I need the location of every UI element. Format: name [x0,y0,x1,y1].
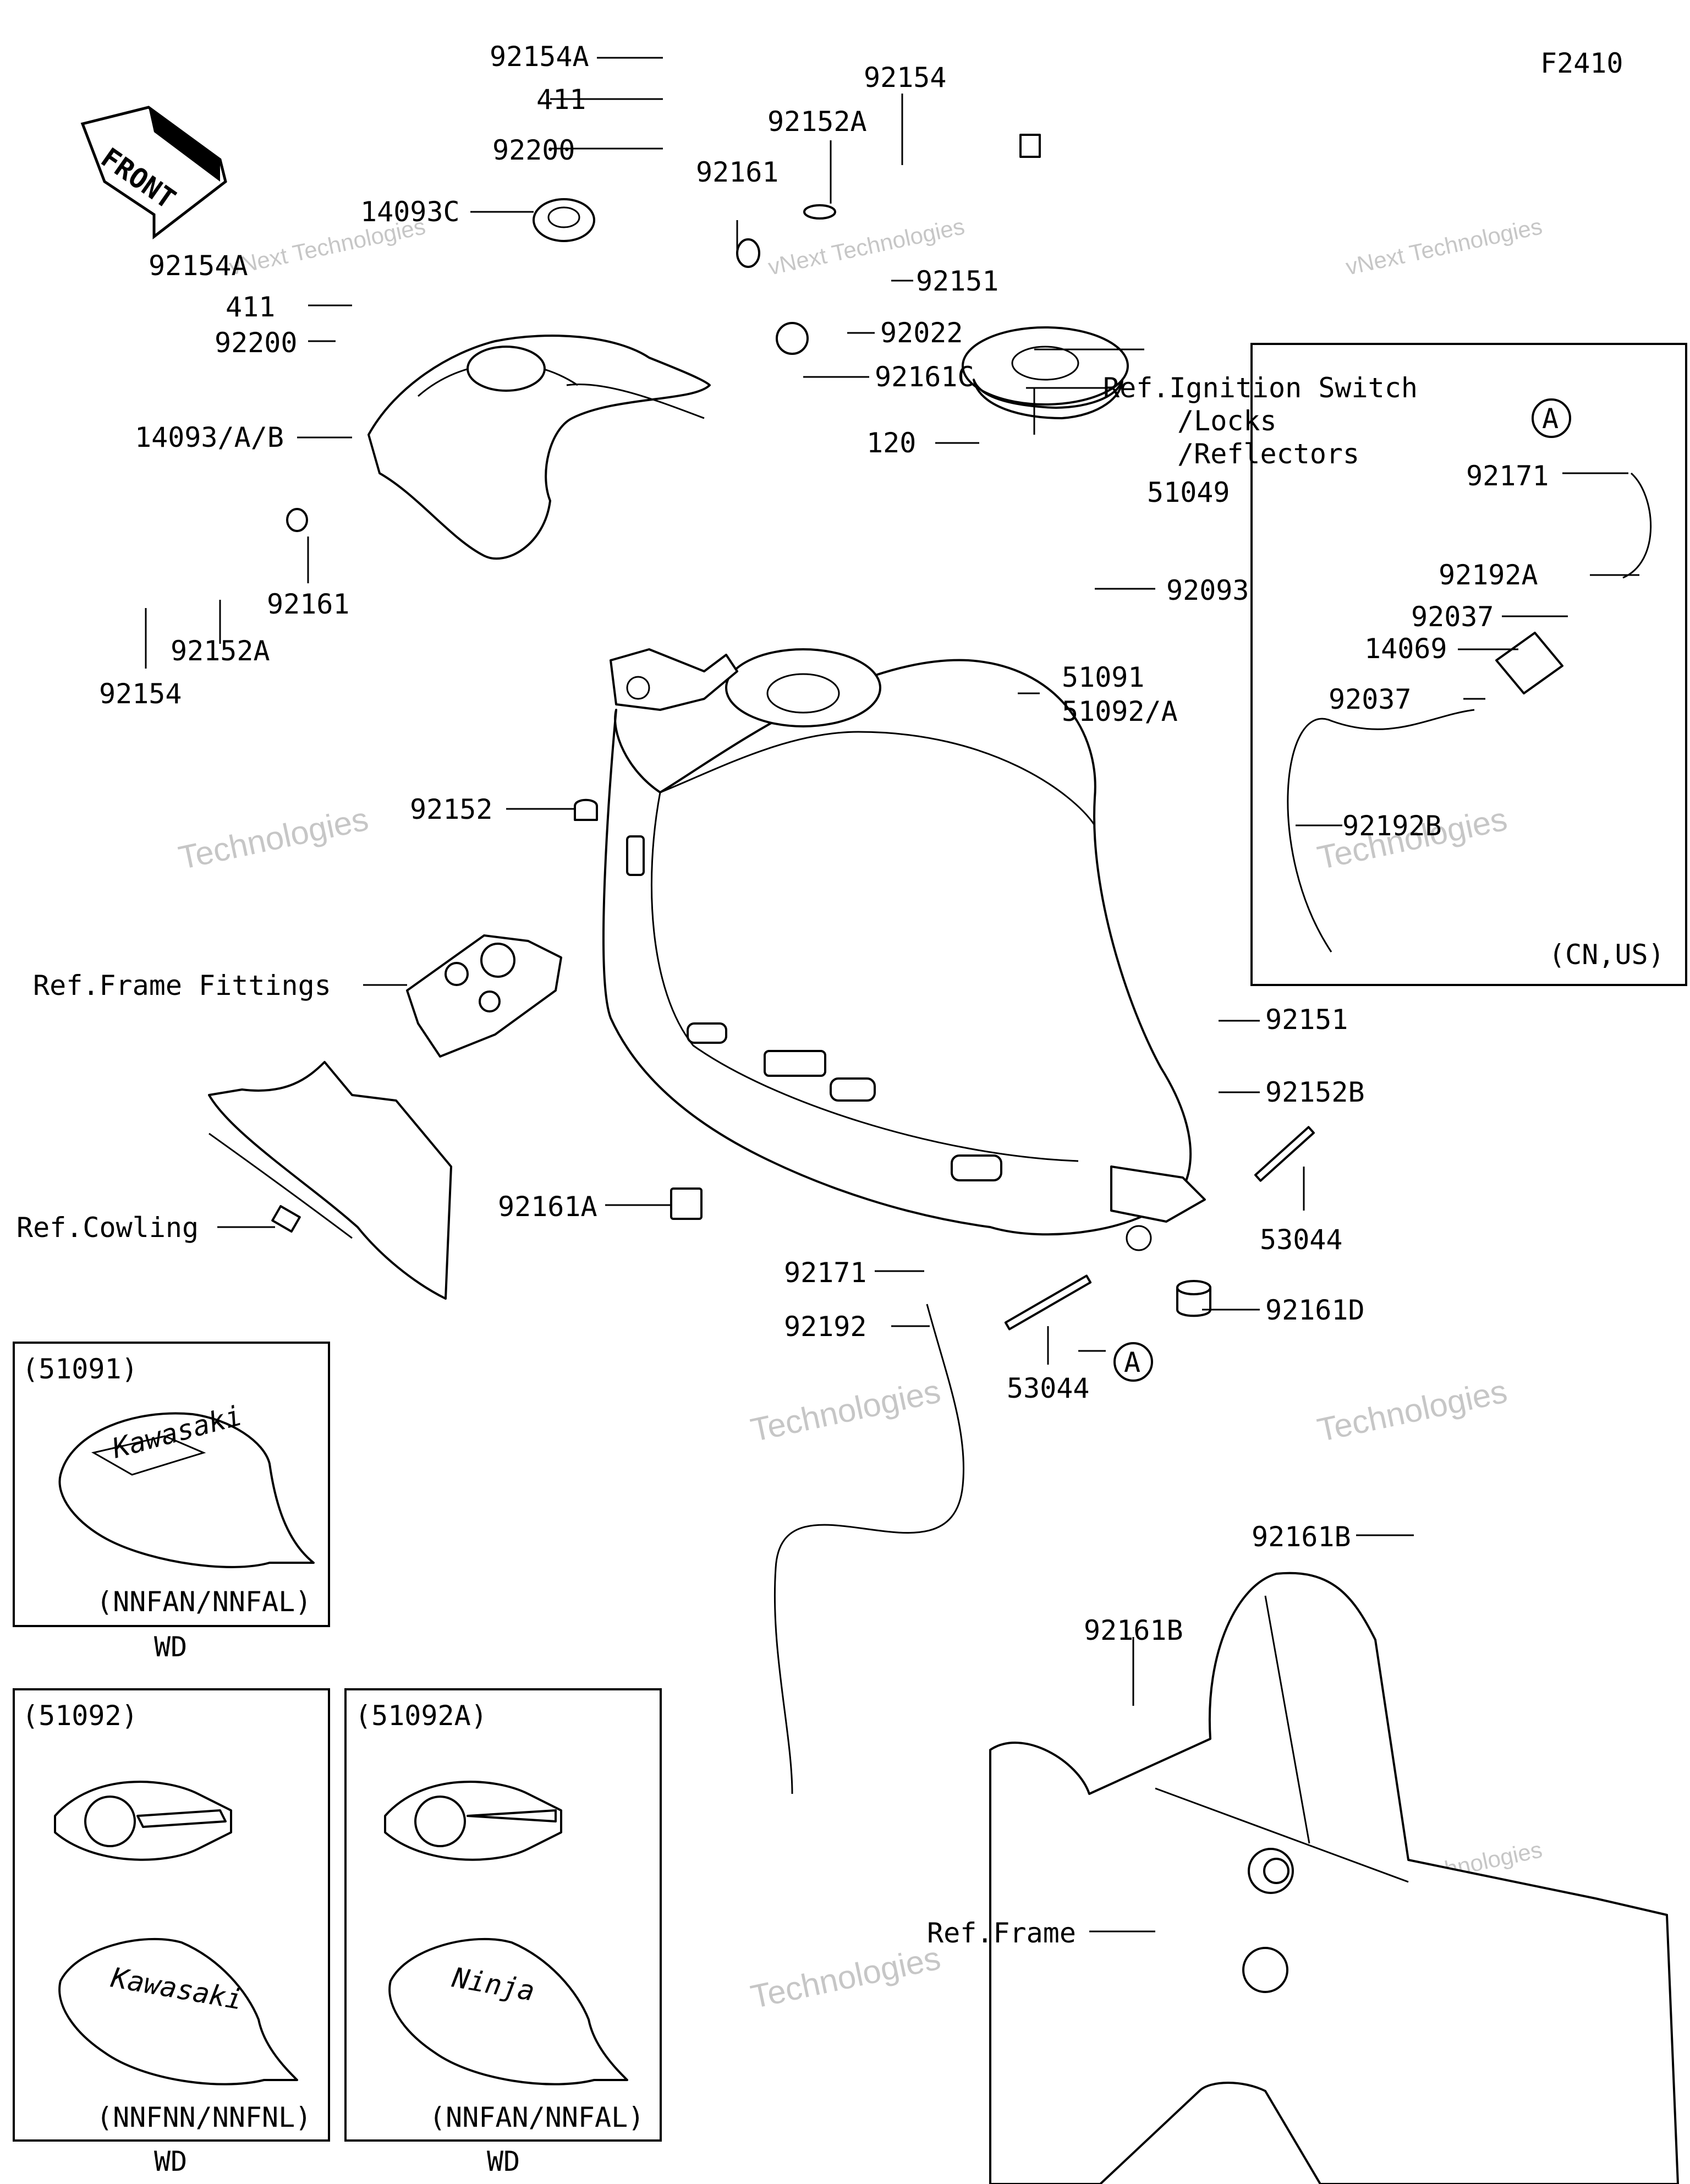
watermark-large: Technologies [1314,1372,1511,1448]
watermark-large: Technologies [175,800,372,876]
variant-box-51092a [344,1688,662,2142]
watermark-small: vNext Technologies [1343,213,1544,280]
leader-lines [145,57,1639,1933]
part-label: 92154A [149,250,248,282]
part-label: 92161 [696,156,779,188]
part-label: 92192 [784,1311,867,1343]
ignition-ref-line1: Ref.Ignition Switch [1103,372,1418,404]
part-label: Ref.Cowling [17,1212,199,1244]
part-label: 92152B [1265,1076,1365,1108]
inset-region-label: (CN,US) [1549,939,1665,971]
part-label: 14069 [1364,633,1447,665]
part-label: 51049 [1147,477,1230,508]
part-label: 51091 [1062,661,1145,693]
part-label: 92151 [1265,1004,1348,1036]
part-label: 92154A [490,41,589,73]
part-label: 51092/A [1062,696,1178,727]
frame [989,1572,1679,2184]
part-label: 92171 [1466,460,1549,492]
svg-text:A: A [1124,1346,1140,1378]
part-label: 92161C [875,361,974,393]
part-label: 92200 [215,327,298,359]
part-label: 92152A [171,635,270,667]
part-label: 92161A [498,1191,597,1223]
part-labels: 92154A 411 92200 92154 92152A 92161 1409… [17,41,1418,1949]
variant-market: WD [154,1631,187,1663]
inset-callout-a: A [1532,398,1571,438]
part-label: 53044 [1007,1372,1090,1404]
ring-14093c [533,198,595,242]
watermark-large: Technologies [748,1372,944,1448]
part-label: 92093 [1166,574,1249,606]
part-label: 92022 [880,317,963,349]
part-label: 92151 [916,265,999,297]
part-label: 92161B [1252,1521,1351,1553]
variant-box-51091 [13,1342,330,1627]
part-label: 411 [226,291,275,323]
ignition-ref-line2: /Locks [1177,405,1277,437]
part-label: 92200 [492,134,575,166]
variant-box-51092 [13,1688,330,2142]
part-label: 411 [536,84,586,116]
watermark-large: Technologies [748,1939,944,2015]
part-label: Ref.Frame Fittings [33,970,331,1001]
variant-part: (51092) [22,1700,138,1732]
part-label: 92161 [267,588,350,620]
part-label: 92192A [1439,559,1538,591]
part-label: 14093/A/B [135,422,284,453]
variant-boxes [13,1342,662,2142]
part-label: 92037 [1329,683,1412,715]
variant-models: (NNFAN/NNFAL) [429,2101,644,2133]
small-parts [286,204,1315,1794]
part-label: 92154 [99,678,182,710]
part-label: 92171 [784,1257,867,1289]
part-label: 14093C [360,196,460,228]
part-label: 120 [866,427,916,459]
fuel-tank [602,648,1206,1251]
part-label: 92152A [767,106,867,138]
callout-a: A [1113,1342,1153,1382]
ignition-ref-line3: /Reflectors [1177,438,1359,470]
part-label: Ref.Frame [927,1917,1076,1949]
cowling [208,1061,452,1300]
part-label: 92192B [1342,810,1442,842]
variant-part: (51092A) [355,1700,487,1732]
variant-part: (51091) [22,1353,138,1385]
variant-market: WD [487,2145,520,2177]
inset-cn-us [1250,343,1687,986]
variant-models: (NNFNN/NNFNL) [96,2101,311,2133]
inset-labels: 92171 92192A 92037 14069 92037 92192B (C… [1329,460,1665,971]
part-label: 92154 [864,62,947,94]
tank-shroud [367,335,711,560]
svg-text:A: A [1542,403,1559,435]
part-label: 53044 [1260,1224,1343,1256]
fuel-cap [962,134,1129,419]
frame-fittings [406,934,562,1058]
part-label: 92037 [1411,601,1494,633]
part-label: 92161B [1084,1614,1183,1646]
part-label: 92152 [410,793,493,825]
variant-models: (NNFAN/NNFAL) [96,1586,311,1618]
part-label: 92161D [1265,1294,1365,1326]
variant-market: WD [154,2145,187,2177]
front-arrow-icon: FRONT [80,106,227,240]
figure-code: F2410 [1540,47,1623,79]
